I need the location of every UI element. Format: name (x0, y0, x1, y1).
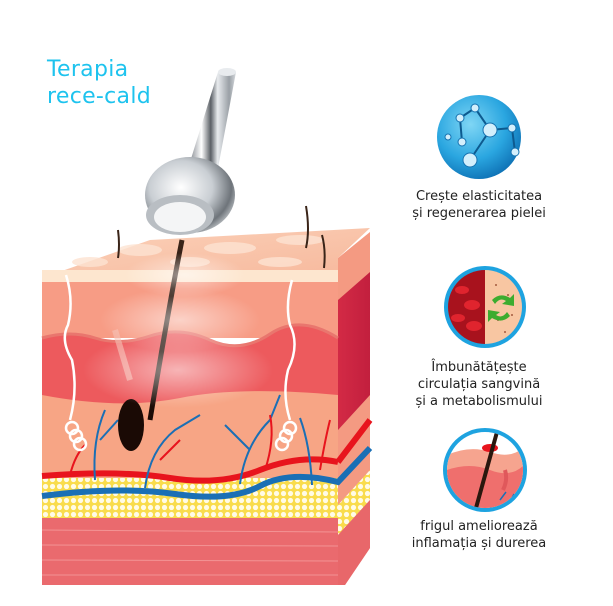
benefit-circulation: Îmbunătățește circulația sangvină și a m… (384, 359, 574, 410)
benefit-inflammation: frigul ameliorează inflamația și durerea (384, 518, 574, 552)
skin-inflammation-icon (443, 428, 527, 512)
title-line-2: rece-cald (47, 84, 152, 109)
title-line-1: Terapia (47, 57, 129, 82)
molecule-icon (437, 95, 521, 179)
cold-hot-therapy-wand (145, 68, 236, 235)
blood-circulation-icon (444, 266, 526, 348)
benefit-line: și regenerarea pielei (412, 206, 546, 221)
benefit-line: frigul ameliorează (420, 519, 538, 534)
benefit-elasticity: Crește elasticitatea și regenerarea piel… (384, 188, 574, 222)
benefit-label: Crește elasticitatea și regenerarea piel… (384, 188, 574, 222)
benefit-label: frigul ameliorează inflamația și durerea (384, 518, 574, 552)
benefit-line: Crește elasticitatea (415, 189, 543, 204)
benefit-label: Îmbunătățește circulația sangvină și a m… (384, 359, 574, 410)
therapy-waves (83, 253, 273, 408)
surface-hairs (117, 205, 326, 269)
nerves (63, 274, 298, 452)
benefit-line: și a metabolismului (415, 394, 543, 409)
benefit-line: inflamația și durerea (411, 536, 547, 551)
skin-block-side (338, 232, 370, 585)
benefit-line: Îmbunătățește (431, 360, 527, 375)
title: Terapia rece-cald (47, 56, 151, 110)
benefit-line: circulația sangvină (417, 377, 541, 392)
blood-vessels (69, 394, 331, 489)
